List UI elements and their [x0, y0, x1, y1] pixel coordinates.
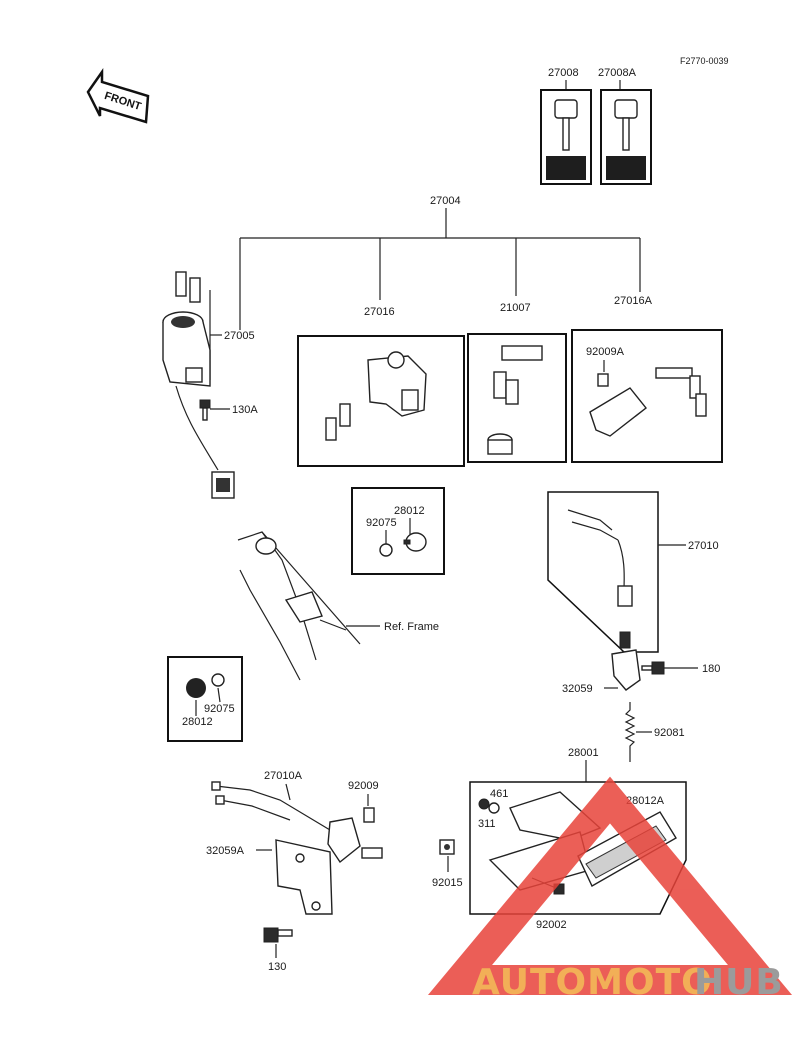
label-28012-top: 28012 — [394, 505, 425, 517]
label-180: 180 — [702, 663, 720, 675]
label-32059A: 32059A — [206, 845, 245, 857]
lamp-wire-27010A-icon — [211, 781, 383, 864]
label-27004: 27004 — [430, 195, 461, 207]
box-28012-left — [167, 656, 243, 742]
diagram-code: F2770-0039 — [680, 56, 729, 66]
watermark-text-b: HUB — [694, 962, 784, 1003]
label-27008A: 27008A — [598, 67, 637, 79]
label-27005: 27005 — [224, 330, 255, 342]
nut-461-icon — [478, 798, 500, 814]
watermark-triangle — [427, 776, 793, 995]
label-92081: 92081 — [654, 727, 685, 739]
label-27008: 27008 — [548, 67, 579, 79]
label-311: 311 — [478, 818, 496, 830]
label-130A: 130A — [232, 404, 258, 416]
bracket-32059A-icon — [275, 839, 333, 915]
label-28001: 28001 — [568, 747, 599, 759]
automotohub-logo: AUTOMOTO HUB — [427, 776, 793, 1003]
spring-92081-icon — [624, 702, 636, 762]
screw-180-icon — [641, 661, 665, 675]
label-32059: 32059 — [562, 683, 593, 695]
key-27008-icon — [540, 89, 592, 185]
box-27010 — [547, 491, 659, 653]
box-28012-top — [351, 487, 445, 575]
label-28012-left: 28012 — [182, 716, 213, 728]
ref-frame-label: Ref. Frame — [384, 621, 439, 633]
bolt-130A-icon — [199, 399, 211, 421]
bolt-130-icon — [263, 927, 293, 943]
label-27016: 27016 — [364, 306, 395, 318]
ignition-switch-icon — [162, 271, 235, 499]
key-27008A-icon — [600, 89, 652, 185]
label-92002: 92002 — [536, 919, 567, 931]
seat-lock-icon — [325, 351, 427, 441]
label-28012A: 28012A — [626, 795, 665, 807]
nut-92015-icon — [439, 839, 455, 855]
label-92009: 92009 — [348, 780, 379, 792]
cap-28012-left-icon — [186, 673, 225, 698]
box-27016A — [571, 329, 723, 463]
label-92015: 92015 — [432, 877, 463, 889]
helmet-lock-icon — [589, 367, 707, 437]
label-92075-top: 92075 — [366, 517, 397, 529]
cap-28012-top-icon — [379, 532, 427, 557]
front-arrow-icon: FRONT — [86, 68, 150, 124]
label-92009A: 92009A — [586, 346, 625, 358]
label-27010: 27010 — [688, 540, 719, 552]
box-27016 — [297, 335, 465, 467]
box-21007 — [467, 333, 567, 463]
label-130: 130 — [268, 961, 286, 973]
fuel-cap-key-icon — [487, 345, 543, 455]
watermark-text-a: AUTOMOTO — [472, 962, 713, 1003]
label-27016A: 27016A — [614, 295, 653, 307]
frame-icon — [237, 531, 361, 681]
lamp-socket-icon — [567, 509, 641, 691]
label-92075-left: 92075 — [204, 703, 235, 715]
label-21007: 21007 — [500, 302, 531, 314]
label-27010A: 27010A — [264, 770, 303, 782]
label-461: 461 — [490, 788, 508, 800]
